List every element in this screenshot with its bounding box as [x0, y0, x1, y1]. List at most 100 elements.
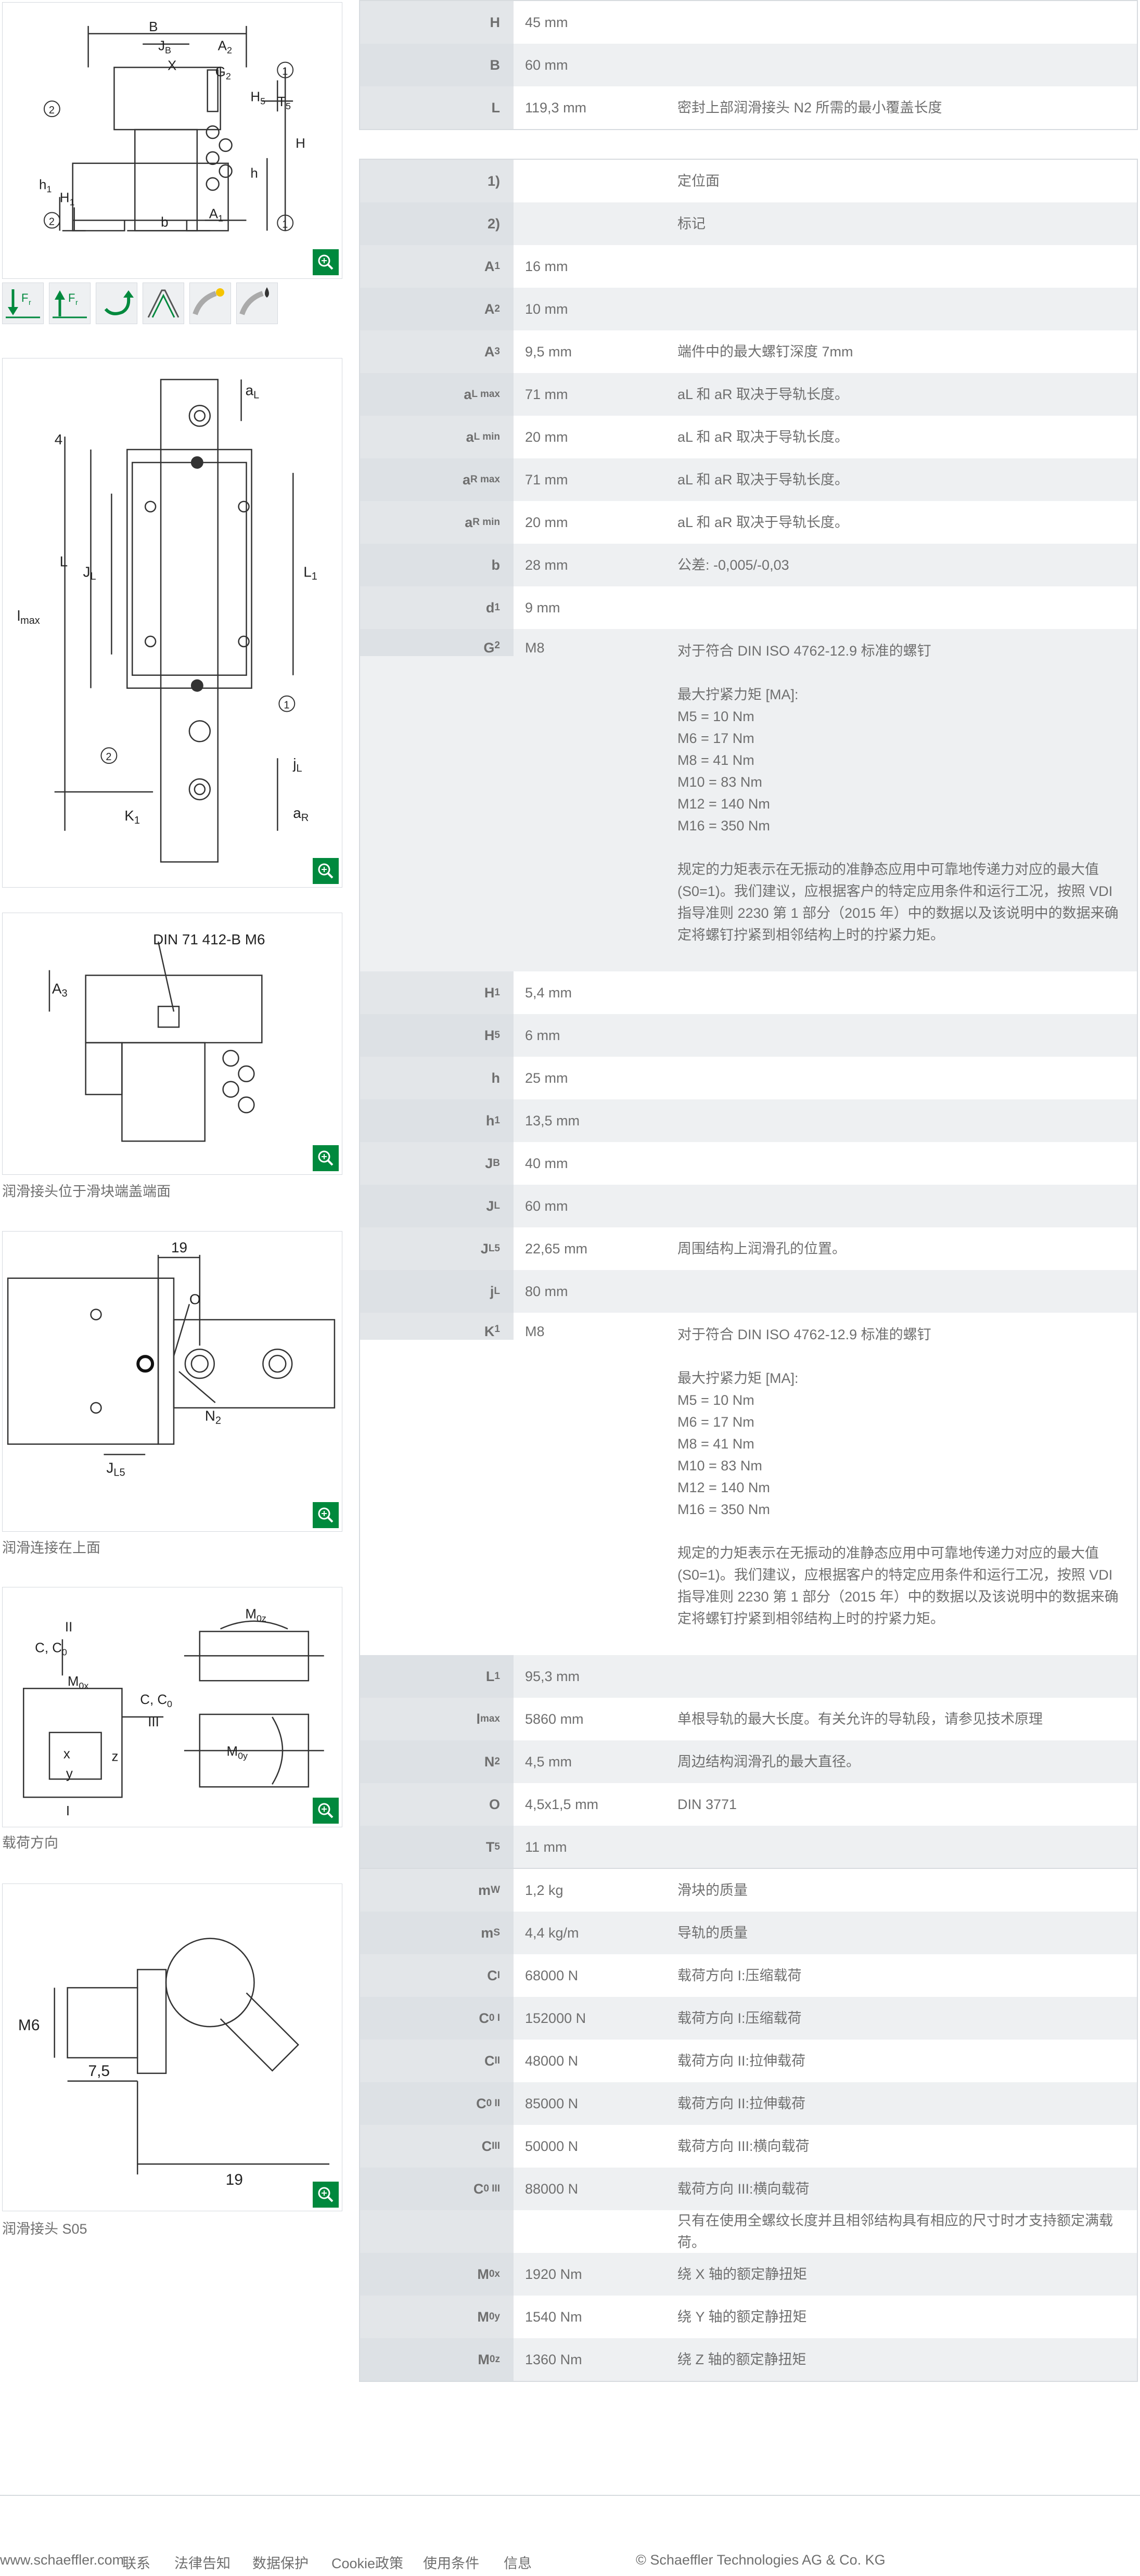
row-description: 对于符合 DIN ISO 4762-12.9 标准的螺钉 最大拧紧力矩 [MA]…: [677, 1327, 1119, 1626]
row-value: 9,5 mm: [525, 343, 572, 360]
row-value: [514, 202, 677, 245]
figure-lube-end-cap: DIN 71 412-B M6 A3: [2, 913, 342, 1175]
zoom-button[interactable]: [313, 2182, 339, 2208]
footer-link-contact[interactable]: 联系: [122, 2556, 150, 2571]
svg-text:I: I: [66, 1804, 70, 1818]
figure-top-lube: 19 O N2 JL5: [2, 1231, 342, 1532]
svg-text:M0y: M0y: [227, 1745, 248, 1761]
svg-text:r: r: [29, 298, 31, 306]
row-value: 1920 Nm: [525, 2266, 582, 2282]
row-description: 只有在使用全螺纹长度并且相邻结构具有相应的尺寸时才支持额定满载荷。: [677, 2213, 1113, 2250]
svg-text:H: H: [296, 136, 305, 151]
top-view-drawing: aL 4 L JL L1 lmax jL K1 aR 1 2: [17, 379, 317, 863]
row-value: 95,3 mm: [525, 1668, 580, 1684]
zoom-button[interactable]: [313, 249, 339, 275]
row-description: 滑块的质量: [677, 1882, 748, 1898]
zoom-icon: [318, 1507, 334, 1523]
svg-text:aL: aL: [246, 382, 260, 401]
table-row: 2)标记: [360, 202, 1137, 245]
zoom-button[interactable]: [313, 1798, 339, 1824]
row-description: 标记: [677, 216, 706, 232]
zoom-button[interactable]: [313, 858, 339, 884]
footer-site-link[interactable]: www.schaeffler.com: [0, 2552, 124, 2568]
footer-link-legal[interactable]: 法律告知: [174, 2556, 230, 2571]
svg-text:M0x: M0x: [68, 1674, 89, 1691]
row-symbol: H: [360, 1, 514, 44]
dim-B: B: [149, 20, 158, 34]
row-description: aL 和 aR 取决于导轨长度。: [677, 429, 849, 445]
svg-text:y: y: [66, 1766, 73, 1781]
figure-lube-nipple: M6 7,5 19: [2, 1883, 342, 2211]
row-value: 5860 mm: [525, 1711, 584, 1727]
footer-copyright: © Schaeffler Technologies AG & Co. KG: [636, 2552, 886, 2568]
svg-text:II: II: [65, 1620, 72, 1635]
svg-text:JB: JB: [158, 39, 171, 56]
row-description: 周边结构润滑孔的最大直径。: [677, 1754, 860, 1770]
footer-link-info[interactable]: 信息: [504, 2556, 532, 2571]
row-value: 48000 N: [525, 2053, 579, 2069]
figure-load-directions: II C, C0 M0x C, C0 III M0z M0y x y z I: [2, 1587, 342, 1827]
zoom-button[interactable]: [313, 1502, 339, 1528]
figure-cross-section: B JB A2 X G2 H5 T5 H h h1 H1 b A1 1 2 2 …: [2, 2, 342, 279]
svg-text:JL: JL: [83, 563, 96, 582]
row-description: 周围结构上润滑孔的位置。: [677, 1241, 846, 1257]
row-value: 1540 Nm: [525, 2309, 582, 2325]
rotation-icon: [96, 283, 137, 324]
svg-text:A3: A3: [52, 980, 68, 999]
figure-caption: 润滑接头 S05: [2, 2221, 87, 2237]
footer-link-terms[interactable]: 使用条件: [423, 2556, 479, 2571]
row-value: 119,3 mm: [525, 99, 587, 116]
svg-text:lmax: lmax: [17, 608, 40, 626]
row-value: 5,4 mm: [525, 984, 572, 1001]
row-value: 88000 N: [525, 2181, 579, 2197]
zoom-icon: [318, 863, 334, 879]
row-value: 11 mm: [525, 1839, 567, 1855]
row-description: 端件中的最大螺钉深度 7mm: [677, 344, 853, 360]
svg-text:JL5: JL5: [106, 1459, 125, 1478]
svg-text:L: L: [60, 553, 68, 569]
footer-link-privacy[interactable]: 数据保护: [252, 2556, 309, 2571]
row-description: [677, 245, 1137, 288]
zoom-button[interactable]: [313, 1145, 339, 1171]
svg-text:19: 19: [171, 1239, 187, 1255]
svg-text:T5: T5: [277, 95, 291, 111]
row-description: 绕 X 轴的额定静扭矩: [677, 2266, 808, 2282]
svg-text:H5: H5: [250, 89, 265, 106]
row-description: [677, 1057, 1137, 1099]
row-value: 152000 N: [525, 2010, 586, 2026]
svg-text:2: 2: [49, 216, 55, 227]
footer-link-cookie[interactable]: Cookie政策: [331, 2556, 404, 2571]
row-value: 4,5x1,5 mm: [525, 1796, 599, 1812]
row-value: 71 mm: [525, 386, 568, 402]
